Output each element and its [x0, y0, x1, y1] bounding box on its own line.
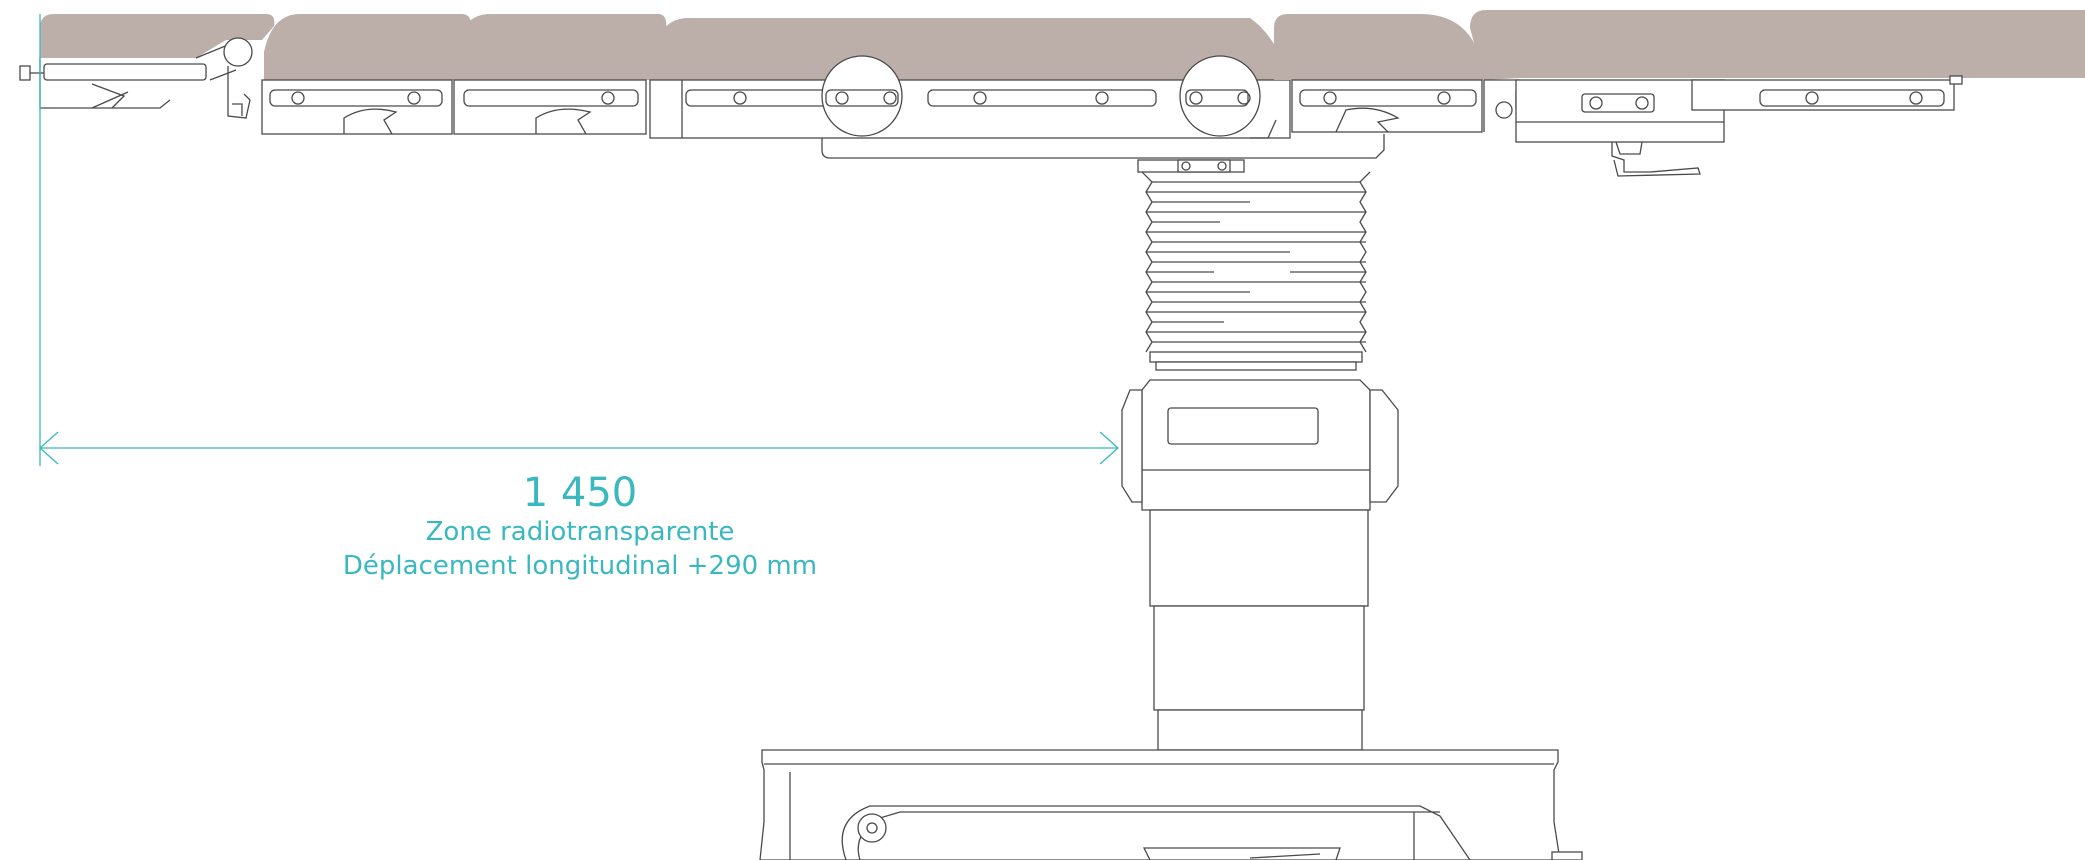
column-bellows [1137, 159, 1371, 371]
dimension-arrowhead-right [1099, 431, 1119, 465]
back-segment-2 [1470, 10, 2085, 177]
dimension-annotation: 1 450 Zone radiotransparente Déplacement… [39, 14, 1119, 581]
table-base [759, 749, 1583, 860]
head-section [19, 14, 275, 119]
back-segment-1 [1274, 14, 1484, 133]
caption-longitudinal-shift: Déplacement longitudinal +290 mm [343, 551, 817, 581]
dimension-value: 1 450 [523, 470, 638, 516]
dimension-arrowhead-left [39, 431, 59, 465]
caption-radiotransparent-zone: Zone radiotransparente [426, 517, 735, 547]
central-section [649, 18, 1385, 159]
column-base-housing [1121, 379, 1399, 751]
leg-segment-2 [453, 14, 667, 135]
leg-segment-1 [261, 14, 472, 135]
